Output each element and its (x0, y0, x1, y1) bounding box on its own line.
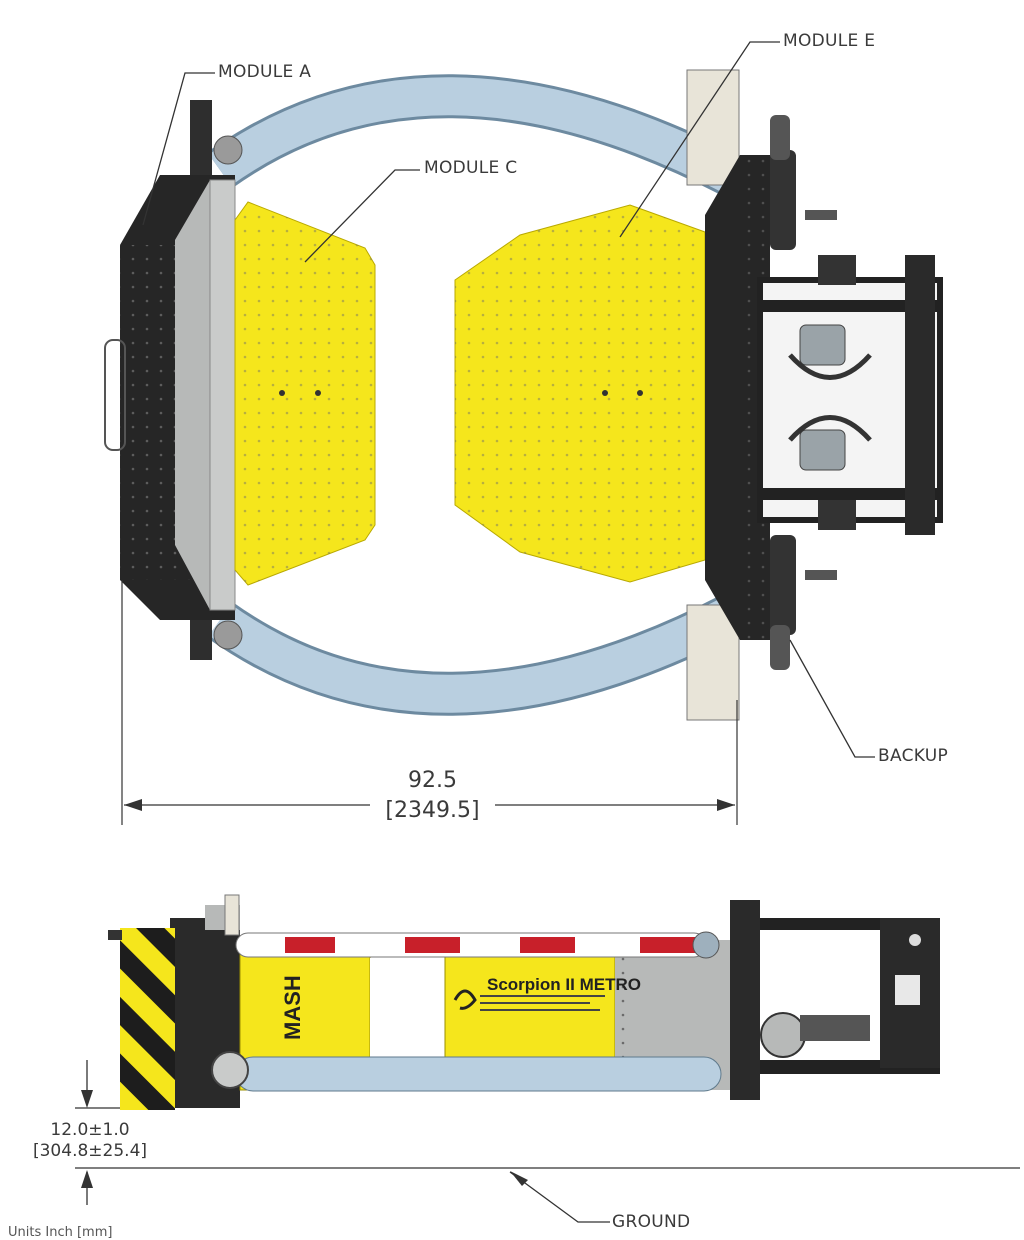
callout-ground: GROUND (612, 1212, 691, 1232)
module-c (234, 201, 376, 586)
ground-line (75, 1060, 1020, 1223)
width-dimension (121, 580, 738, 825)
callout-module-c: MODULE C (424, 158, 518, 178)
clearance-dimension-inch: 12.0±1.0 (50, 1120, 130, 1140)
module-a (104, 100, 243, 660)
callout-module-e: MODULE E (783, 31, 876, 51)
top-view (104, 41, 943, 825)
module-e (454, 204, 706, 583)
units-note: Units Inch [mm] (8, 1225, 113, 1240)
backup-frame (686, 69, 943, 721)
product-decal: Scorpion II METRO (487, 975, 641, 994)
side-view: MASH Scorpion II METRO (108, 894, 940, 1110)
width-dimension-mm: [2349.5] (385, 798, 480, 823)
bottom-tube (235, 1056, 722, 1092)
callout-backup: BACKUP (878, 746, 949, 766)
hazard-panel (120, 928, 175, 1110)
width-dimension-inch: 92.5 (408, 768, 457, 793)
mash-decal: MASH (280, 975, 305, 1040)
callout-module-a: MODULE A (218, 62, 312, 82)
ring-tube (207, 74, 741, 716)
clearance-dimension-mm: [304.8±25.4] (32, 1141, 148, 1161)
callout-leaders (142, 41, 875, 758)
